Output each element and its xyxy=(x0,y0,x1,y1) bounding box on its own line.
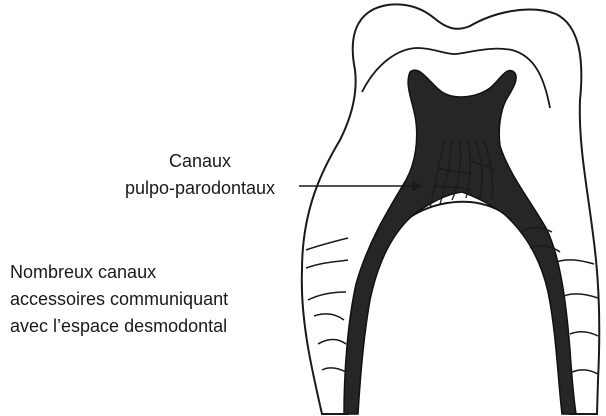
label-pulpo-parodontal-canals: Canaux pulpo-parodontaux xyxy=(100,148,300,202)
label-line: avec l’espace desmodontal xyxy=(10,313,228,340)
label-line: Canaux xyxy=(100,148,300,175)
label-line: pulpo-parodontaux xyxy=(100,175,300,202)
label-line: Nombreux canaux xyxy=(10,259,228,286)
label-line: accessoires communiquant xyxy=(10,286,228,313)
label-accessory-canals: Nombreux canaux accessoires communiquant… xyxy=(10,259,228,340)
